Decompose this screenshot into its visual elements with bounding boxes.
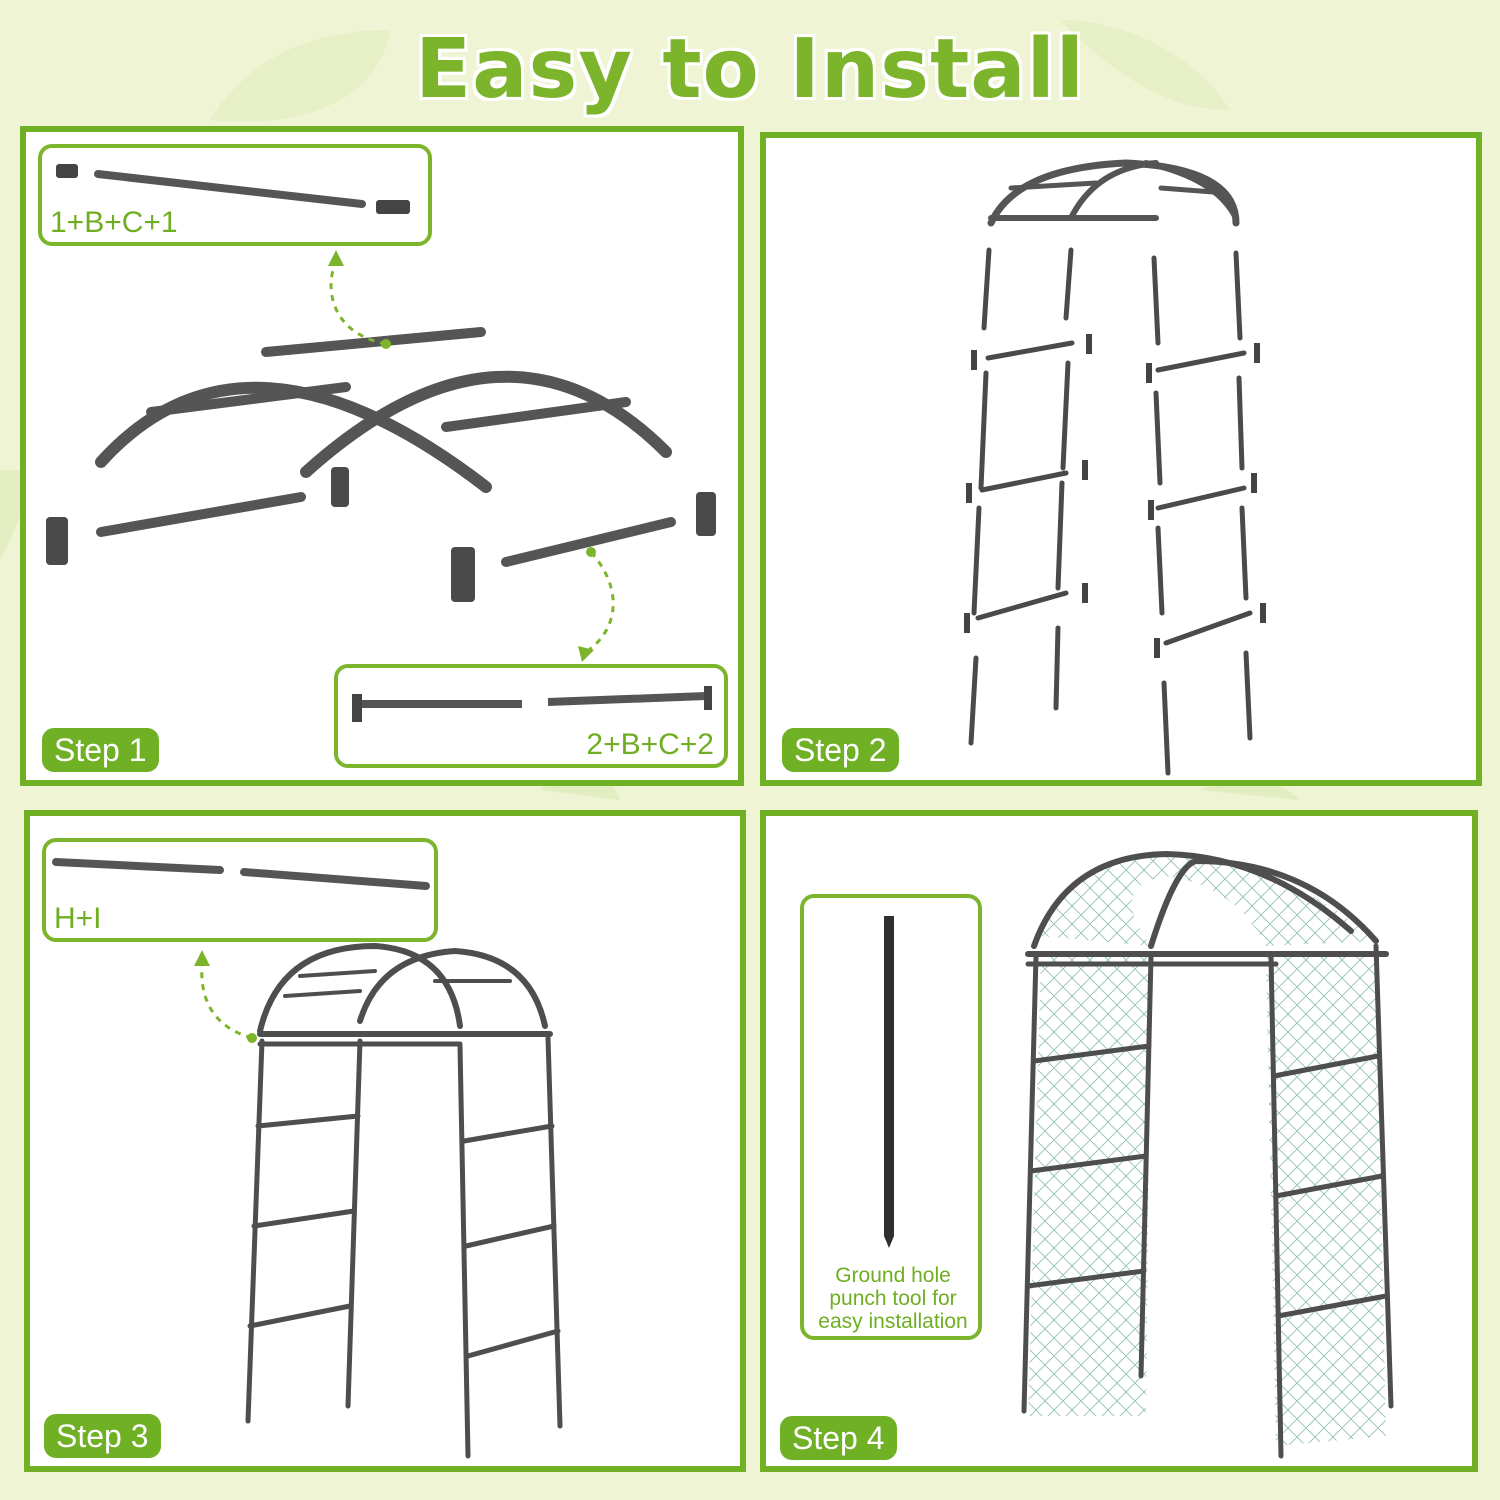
rail-parts-icon [56,164,410,214]
callout-1-b-c-1: 1+B+C+1 [38,144,432,246]
callout-2-b-c-2: 2+B+C+2 [334,664,728,768]
step-1-illustration [46,250,716,662]
callout-text: 2+B+C+2 [586,728,714,761]
ground-punch-callout: Ground hole punch tool for easy installa… [800,894,982,1340]
step-4-badge: Step 4 [780,1416,897,1460]
step-2-illustration [964,159,1266,776]
step-1-badge: Step 1 [42,728,159,772]
step-2-panel: Step 2 [760,132,1482,786]
page-title: Easy to Install [415,22,1085,117]
step-1-panel: 1+B+C+1 2+B+C+2 Step 1 [20,126,744,786]
callout-text: H+I [54,902,102,935]
step-3-illustration [194,942,563,1459]
tool-note-line: easy installation [818,1310,968,1333]
ground-stake-icon [884,916,894,1248]
step-4-illustration [1021,850,1394,1459]
rail-parts-icon [352,686,712,722]
tool-note-line: Ground hole [835,1264,951,1287]
callout-text: 1+B+C+1 [50,206,178,239]
step-3-badge: Step 3 [44,1414,161,1458]
callout-h-i: H+I [42,838,438,942]
step-2-badge: Step 2 [782,728,899,772]
tool-note-line: punch tool for [829,1287,957,1310]
step-4-panel: Ground hole punch tool for easy installa… [760,810,1478,1472]
step-3-panel: H+I Step 3 [24,810,746,1472]
tool-note: Ground hole punch tool for easy installa… [808,1264,978,1333]
rail-parts-icon [52,858,430,890]
